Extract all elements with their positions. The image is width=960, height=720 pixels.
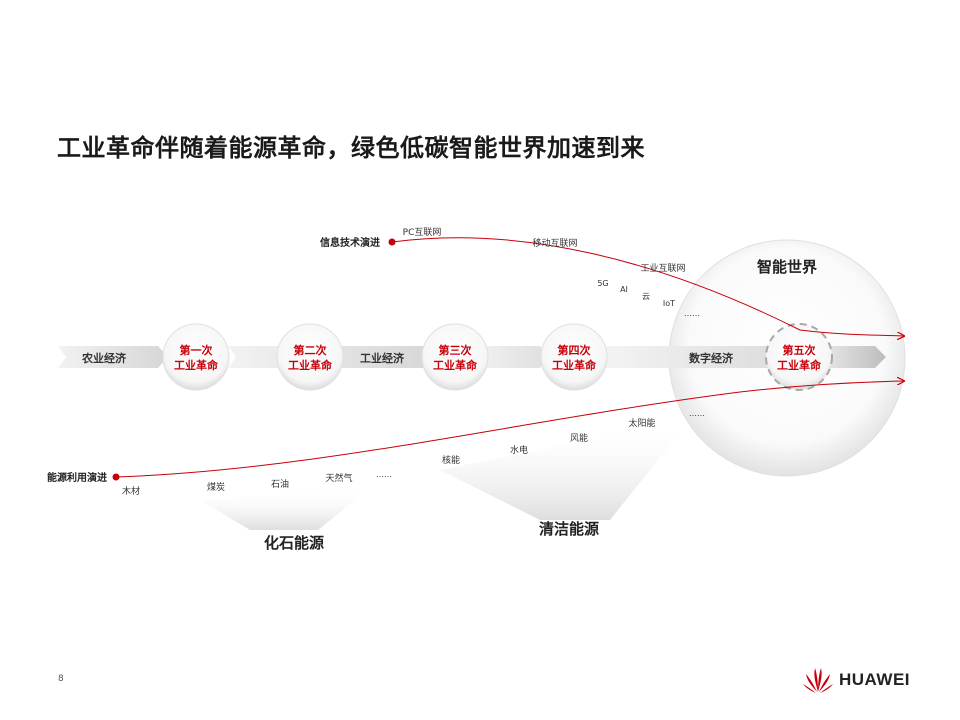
revolution-3-line2: 工业革命 [433, 358, 478, 372]
energy-item-clean-ellipsis: …… [689, 409, 705, 418]
revolution-2-line2: 工业革命 [288, 358, 333, 372]
huawei-logo: HUAWEI [803, 666, 910, 694]
info-item-industrial-internet: 工业互联网 [640, 263, 685, 274]
energy-item-hydro: 水电 [510, 444, 528, 456]
agri-band [58, 346, 168, 368]
revolution-2-line1: 第二次 [294, 343, 327, 357]
energy-item-solar: 太阳能 [628, 417, 655, 429]
page-number: 8 [58, 674, 64, 684]
info-item-5g: 5G [597, 279, 608, 288]
fossil-energy-beam [200, 488, 370, 530]
energy-item-oil: 石油 [271, 478, 289, 490]
revolution-3: 第三次 工业革命 [421, 323, 489, 391]
revolution-4: 第四次 工业革命 [540, 323, 608, 391]
digital-band [598, 346, 770, 368]
revolution-1-line1: 第一次 [180, 343, 213, 357]
slide-title: 工业革命伴随着能源革命，绿色低碳智能世界加速到来 [57, 134, 645, 162]
revolution-5-line1: 第五次 [783, 343, 816, 357]
digital-economy-label: 数字经济 [689, 351, 734, 365]
huawei-petal-icon [803, 668, 833, 693]
energy-item-gas: 天然气 [325, 472, 352, 484]
future-arrow [825, 346, 886, 368]
revolution-4-line1: 第四次 [558, 343, 591, 357]
revolution-5: 第五次 工业革命 [765, 323, 833, 391]
clean-energy-label: 清洁能源 [539, 520, 599, 538]
revolution-4-line2: 工业革命 [552, 358, 597, 372]
info-item-mobile-internet: 移动互联网 [532, 237, 577, 249]
fossil-energy-label: 化石能源 [264, 534, 324, 552]
info-item-cloud: 云 [642, 292, 650, 301]
energy-start-dot [112, 473, 120, 481]
revolution-1: 第一次 工业革命 [162, 323, 230, 391]
energy-item-wind: 风能 [570, 432, 588, 444]
agri-economy-label: 农业经济 [81, 351, 127, 365]
info-tech-curve [391, 237, 904, 336]
revolution-1-line2: 工业革命 [174, 358, 219, 372]
clean-energy-beam [440, 420, 690, 520]
revolution-5-line2: 工业革命 [777, 358, 822, 372]
revolution-3-line1: 第三次 [439, 343, 472, 357]
brand-name: HUAWEI [839, 670, 910, 689]
smart-world-label: 智能世界 [757, 258, 817, 276]
energy-item-wood: 木材 [122, 485, 140, 497]
info-item-ellipsis: …… [684, 309, 700, 318]
energy-item-nuclear: 核能 [442, 454, 460, 466]
energy-curve [115, 381, 904, 478]
revolution-2: 第二次 工业革命 [276, 323, 344, 391]
info-tech-start-dot [388, 238, 396, 246]
info-tech-label: 信息技术演进 [320, 236, 380, 249]
industrial-economy-label: 工业经济 [360, 351, 405, 365]
info-item-iot: IoT [663, 299, 675, 308]
info-item-ai: AI [620, 285, 628, 294]
energy-label: 能源利用演进 [47, 471, 107, 484]
energy-item-coal: 煤炭 [207, 481, 225, 493]
energy-item-fossil-ellipsis: …… [376, 470, 392, 479]
info-item-pc-internet: PC互联网 [403, 227, 442, 238]
